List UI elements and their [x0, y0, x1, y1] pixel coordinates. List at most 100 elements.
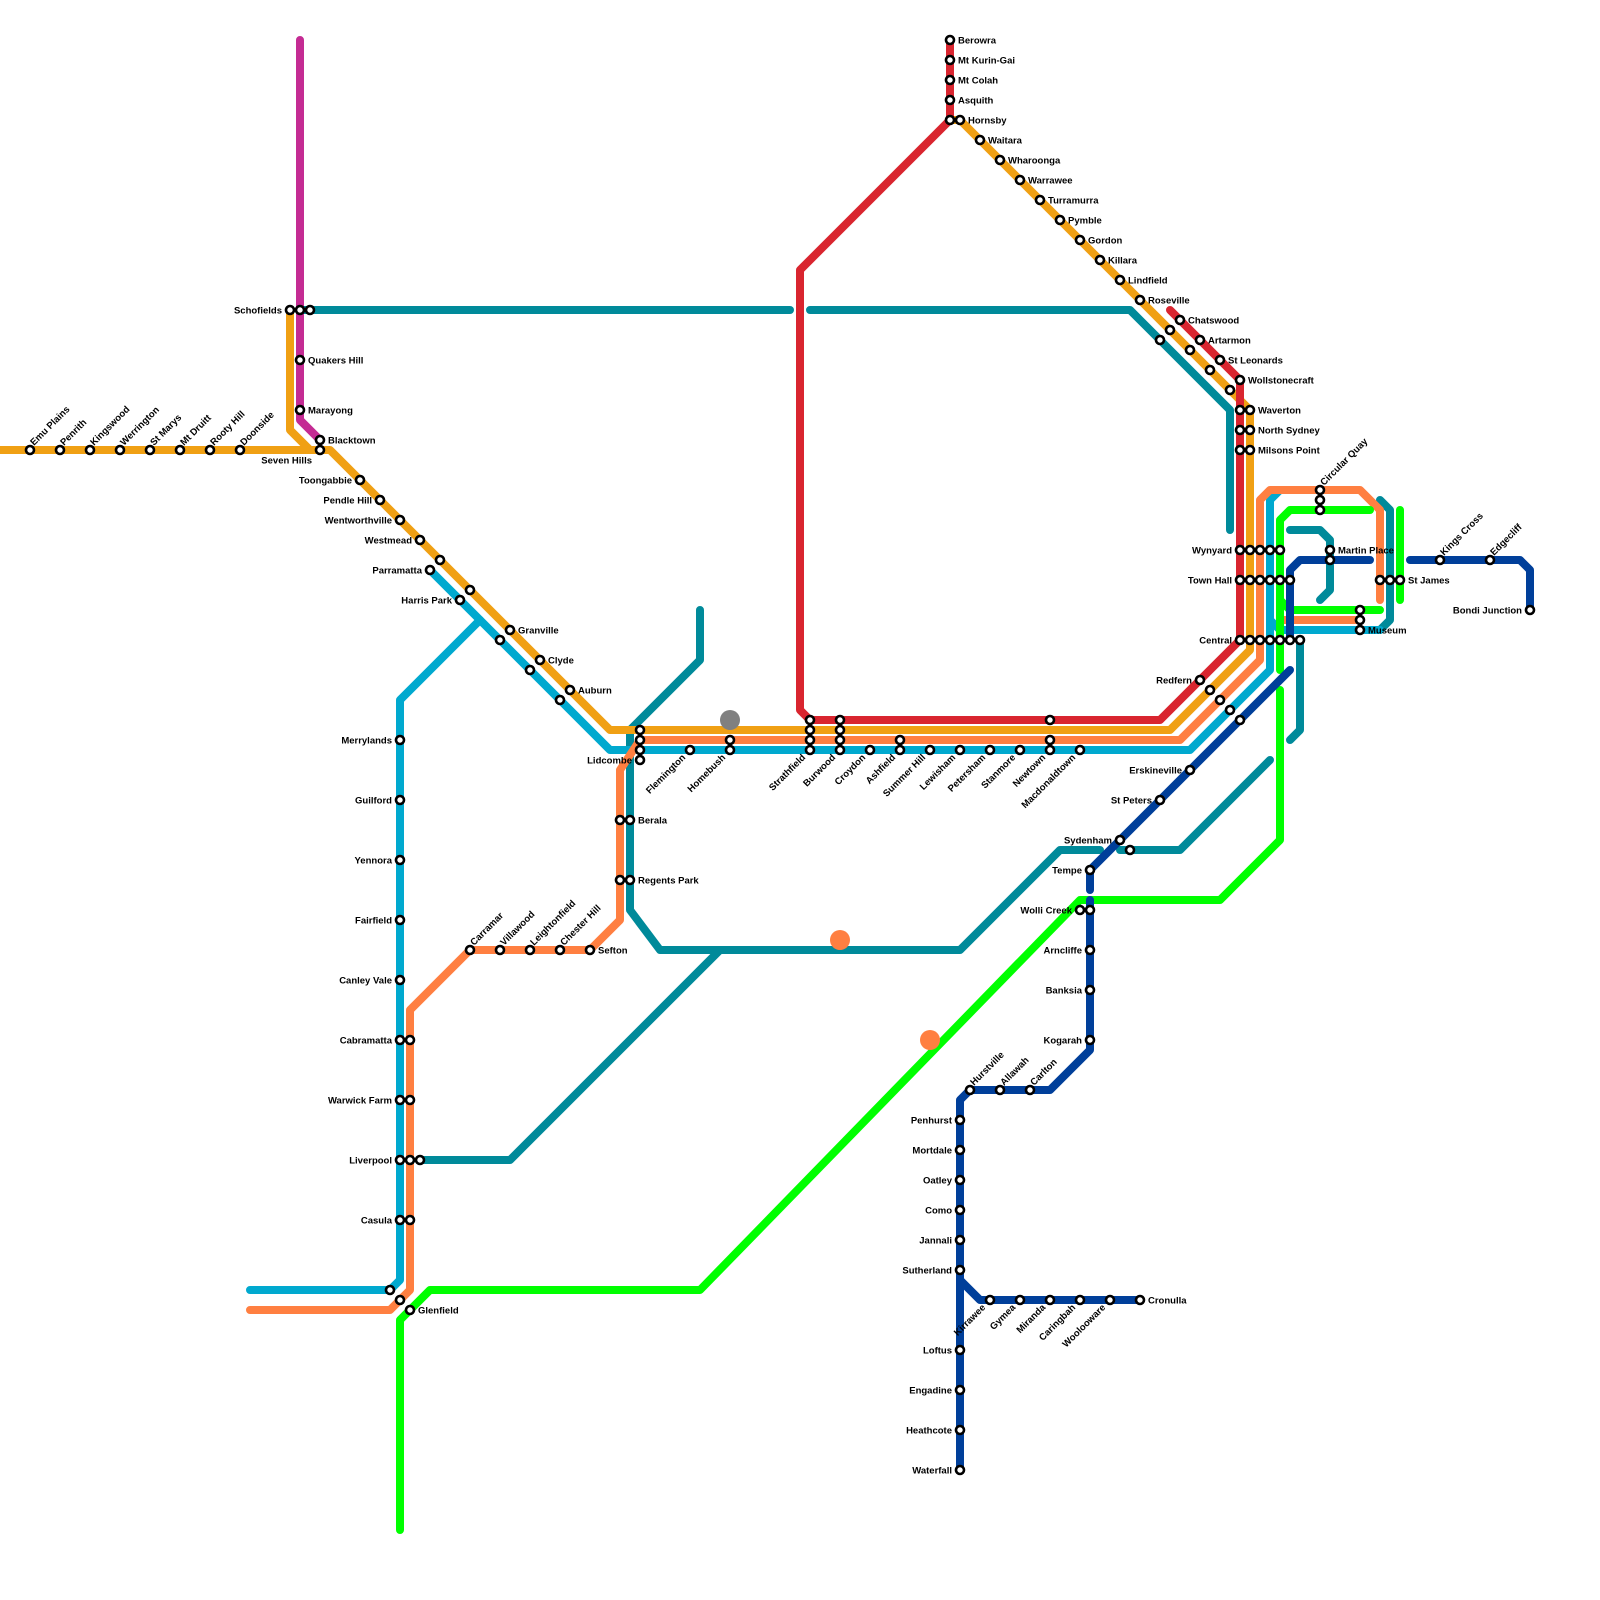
station-mt-kuring-gai[interactable]: Mt Kurin-Gai	[944, 54, 1015, 67]
station-waitara[interactable]: Waitara	[974, 134, 1023, 147]
station-sefton[interactable]: Sefton	[584, 944, 628, 957]
station-marker	[1054, 214, 1066, 226]
station-wolli-creek[interactable]: Wolli Creek	[1020, 904, 1096, 917]
station-central[interactable]: Central	[1199, 634, 1306, 647]
station-granville[interactable]: Granville	[494, 624, 559, 646]
station-casula[interactable]: Casula	[361, 1214, 416, 1227]
station-warrawee[interactable]: Warrawee	[1014, 174, 1073, 187]
station-marker	[1254, 544, 1266, 556]
station-waterfall[interactable]: Waterfall	[912, 1464, 966, 1477]
station-quakers-hill[interactable]: Quakers Hill	[294, 354, 363, 367]
station-fairfield[interactable]: Fairfield	[355, 914, 406, 927]
line-illawarra-city	[1286, 556, 1374, 644]
station-seven-hills[interactable]: Seven Hills	[261, 456, 312, 467]
station-oatley[interactable]: Oatley	[923, 1174, 966, 1187]
station-clyde[interactable]: Clyde	[524, 654, 574, 676]
station-roseville[interactable]: Roseville	[1134, 294, 1190, 307]
station-sydenham[interactable]: Sydenham	[1064, 834, 1136, 856]
station-wentworthville[interactable]: Wentworthville	[325, 514, 406, 527]
station-marker	[954, 1464, 966, 1476]
station-north-sydney[interactable]: North Sydney	[1234, 424, 1320, 437]
station-erskineville[interactable]: Erskineville	[1129, 764, 1196, 777]
station-berowra[interactable]: Berowra	[944, 34, 997, 47]
station-marker	[1084, 1034, 1096, 1046]
station-st-james[interactable]: St James	[1374, 574, 1450, 587]
station-cronulla[interactable]: Cronulla	[1134, 1294, 1187, 1307]
station-tempe[interactable]: Tempe	[1052, 864, 1096, 877]
station-westmead[interactable]: Westmead	[365, 534, 426, 547]
station-berala[interactable]: Berala	[614, 814, 668, 827]
station-harris-park[interactable]: Harris Park	[401, 584, 476, 607]
station-jannali[interactable]: Jannali	[919, 1234, 966, 1247]
station-kogarah[interactable]: Kogarah	[1043, 1034, 1096, 1047]
station-turramurra[interactable]: Turramurra	[1034, 194, 1099, 207]
station-marker	[354, 474, 366, 486]
station-como[interactable]: Como	[925, 1204, 966, 1217]
station-marayong[interactable]: Marayong	[294, 404, 353, 417]
station-marker	[504, 624, 516, 636]
station-milsons-point[interactable]: Milsons Point	[1234, 444, 1321, 457]
station-guildford[interactable]: Guilford	[355, 794, 406, 807]
station-killara[interactable]: Killara	[1094, 254, 1138, 267]
station-lidcombe[interactable]: Lidcombe	[587, 724, 646, 767]
station-warwick-farm[interactable]: Warwick Farm	[328, 1094, 416, 1107]
station-waverton[interactable]: Waverton	[1234, 404, 1301, 417]
station-marker	[24, 444, 36, 456]
station-cabramatta[interactable]: Cabramatta	[340, 1034, 416, 1047]
station-marker	[1114, 274, 1126, 286]
station-label: North Sydney	[1258, 426, 1320, 437]
station-st-peters[interactable]: St Peters	[1111, 794, 1166, 807]
station-merrylands[interactable]: Merrylands	[341, 734, 406, 747]
station-redfern[interactable]: Redfern	[1156, 674, 1246, 726]
station-canley-vale[interactable]: Canley Vale	[339, 974, 406, 987]
station-bondi-junction[interactable]: Bondi Junction	[1453, 604, 1536, 617]
station-leightonfield[interactable]: Leightonfield	[524, 898, 578, 956]
station-st-leonards[interactable]: St Leonards	[1204, 354, 1283, 376]
station-penshurst[interactable]: Penhurst	[911, 1114, 966, 1127]
station-label: Blacktown	[328, 436, 376, 447]
station-museum[interactable]: Museum	[1354, 604, 1407, 637]
station-loftus[interactable]: Loftus	[923, 1344, 966, 1357]
station-hornsby[interactable]: Hornsby	[944, 114, 1007, 127]
station-banksia[interactable]: Banksia	[1046, 984, 1096, 997]
station-label: Penrith	[58, 417, 89, 448]
station-engadine[interactable]: Engadine	[909, 1384, 966, 1397]
station-heathcote[interactable]: Heathcote	[906, 1424, 966, 1437]
station-regents-park[interactable]: Regents Park	[614, 874, 699, 887]
station-asquith[interactable]: Asquith	[944, 94, 994, 107]
station-label: Granville	[518, 626, 559, 637]
station-pymble[interactable]: Pymble	[1054, 214, 1102, 227]
station-marker	[1014, 174, 1026, 186]
station-label: Wentworthville	[325, 516, 392, 527]
station-blacktown[interactable]: Blacktown	[314, 434, 376, 456]
station-label: Schofields	[234, 306, 282, 317]
station-martin-place[interactable]: Martin Place	[1324, 544, 1394, 566]
station-arncliffe[interactable]: Arncliffe	[1043, 944, 1096, 957]
station-toongabbie[interactable]: Toongabbie	[299, 474, 366, 487]
station-glenfield[interactable]: Glenfield	[384, 1284, 459, 1317]
station-wollstonecraft[interactable]: Wollstonecraft	[1224, 374, 1315, 396]
station-marker	[724, 744, 736, 756]
station-homebush[interactable]: Homebush	[686, 734, 736, 795]
station-marker	[614, 814, 626, 826]
station-gordon[interactable]: Gordon	[1074, 234, 1122, 247]
station-mortdale[interactable]: Mortdale	[912, 1144, 966, 1157]
station-mt-colah[interactable]: Mt Colah	[944, 74, 998, 87]
station-label: Parramatta	[372, 566, 422, 577]
station-yennora[interactable]: Yennora	[355, 854, 406, 867]
station-auburn[interactable]: Auburn	[554, 684, 612, 706]
station-wahroonga[interactable]: Wharoonga	[994, 154, 1061, 167]
station-chatswood[interactable]: Chatswood	[1154, 314, 1239, 346]
station-marker	[834, 734, 846, 746]
station-pendle-hill[interactable]: Pendle Hill	[323, 494, 386, 507]
station-liverpool[interactable]: Liverpool	[349, 1154, 426, 1167]
station-wynyard[interactable]: Wynyard	[1192, 544, 1286, 557]
station-lindfield[interactable]: Lindfield	[1114, 274, 1168, 287]
station-marker	[394, 854, 406, 866]
station-sutherland[interactable]: Sutherland	[902, 1264, 966, 1277]
station-circular-quay[interactable]: Circular Quay	[1314, 436, 1371, 516]
station-town-hall[interactable]: Town Hall	[1188, 574, 1296, 587]
station-schofields[interactable]: Schofields	[234, 304, 316, 317]
station-artarmon[interactable]: Artarmon	[1184, 334, 1251, 356]
station-parramatta[interactable]: Parramatta	[372, 554, 446, 577]
